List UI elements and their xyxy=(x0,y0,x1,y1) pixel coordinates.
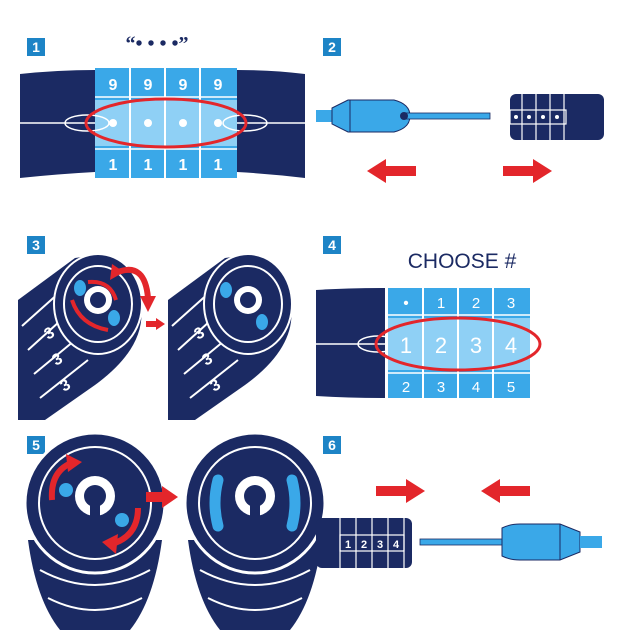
dial-digit: 3 xyxy=(470,333,482,358)
step-1-dials: 9 9 9 9 1 1 1 1 xyxy=(95,68,237,178)
dial-digit: 1 xyxy=(144,157,153,174)
arrow-left-icon xyxy=(481,479,530,503)
step-1-badge: 1 xyxy=(27,38,45,56)
lock-body-left xyxy=(20,70,95,178)
arrow-right-icon xyxy=(146,486,178,508)
dial-digit: 9 xyxy=(109,77,118,94)
dial-digit: 2 xyxy=(472,295,480,312)
step-1-panel: “• • • •” 9 9 9 9 1 1 1 1 xyxy=(20,33,305,178)
lock-cylinder-left: 3 3 3 xyxy=(18,253,143,420)
dial-digit: 1 xyxy=(400,333,412,358)
dial-digit: 3 xyxy=(437,379,445,396)
step-6-badge: 6 xyxy=(323,436,341,454)
step-4-dials: • 1 2 3 1 2 3 4 2 3 4 5 xyxy=(388,288,530,398)
dial-digit: 4 xyxy=(472,379,480,396)
dial-digit: 1 xyxy=(179,157,188,174)
highlight-ellipse xyxy=(374,316,542,372)
step-5-panel xyxy=(23,431,327,630)
arrow-left-icon xyxy=(367,159,416,183)
arrow-right-icon xyxy=(376,479,425,503)
dial-digit: 9 xyxy=(144,77,153,94)
cable-pin xyxy=(403,112,491,120)
small-lock xyxy=(509,94,604,140)
cable-plug xyxy=(501,523,581,561)
small-lock: 1 2 3 4 xyxy=(316,518,412,568)
dial-digit: 2 xyxy=(402,379,410,396)
arrow-right-icon xyxy=(146,318,165,330)
arrow-right-icon xyxy=(503,159,552,183)
step-4-title: CHOOSE # xyxy=(408,250,517,273)
highlight-ellipse xyxy=(84,97,248,149)
dial-digit: 1 xyxy=(345,539,351,551)
cable-plug xyxy=(331,99,411,133)
dial-digit: 3 xyxy=(377,539,383,551)
dial-digit: 4 xyxy=(505,333,517,358)
cable-pin xyxy=(419,538,507,546)
dial-digit: 9 xyxy=(214,77,223,94)
dial-digit: 2 xyxy=(361,539,367,551)
step-4-panel: CHOOSE # • 1 2 3 1 2 3 4 2 3 4 5 xyxy=(316,250,542,398)
step-2-badge: 2 xyxy=(323,38,341,56)
lock-cylinder-right: 3 3 3 xyxy=(168,253,293,420)
step-4-badge: 4 xyxy=(323,236,341,254)
lock-knob-left xyxy=(23,431,167,630)
dial-digit: 1 xyxy=(109,157,118,174)
dial-digit: 5 xyxy=(507,379,515,396)
dial-digit: 4 xyxy=(393,539,400,551)
step-3-badge: 3 xyxy=(27,236,45,254)
rotate-arrow-icon xyxy=(110,264,156,312)
step-3-panel: 3 3 3 3 3 3 xyxy=(18,253,293,420)
dial-digit: 9 xyxy=(179,77,188,94)
step-1-quote: “• • • •” xyxy=(125,33,188,55)
lock-knob-right xyxy=(183,431,327,630)
lock-body-right xyxy=(237,70,305,178)
dial-digit: 2 xyxy=(435,333,447,358)
step-2-panel xyxy=(316,94,604,183)
dial-digit: 1 xyxy=(437,295,445,312)
dial-digit: • xyxy=(403,295,408,312)
step-6-panel: 1 2 3 4 xyxy=(316,479,602,568)
lock-body-left xyxy=(316,288,385,398)
dial-digit: 1 xyxy=(214,157,223,174)
step-5-badge: 5 xyxy=(27,436,45,454)
dial-digit: 3 xyxy=(507,295,515,312)
